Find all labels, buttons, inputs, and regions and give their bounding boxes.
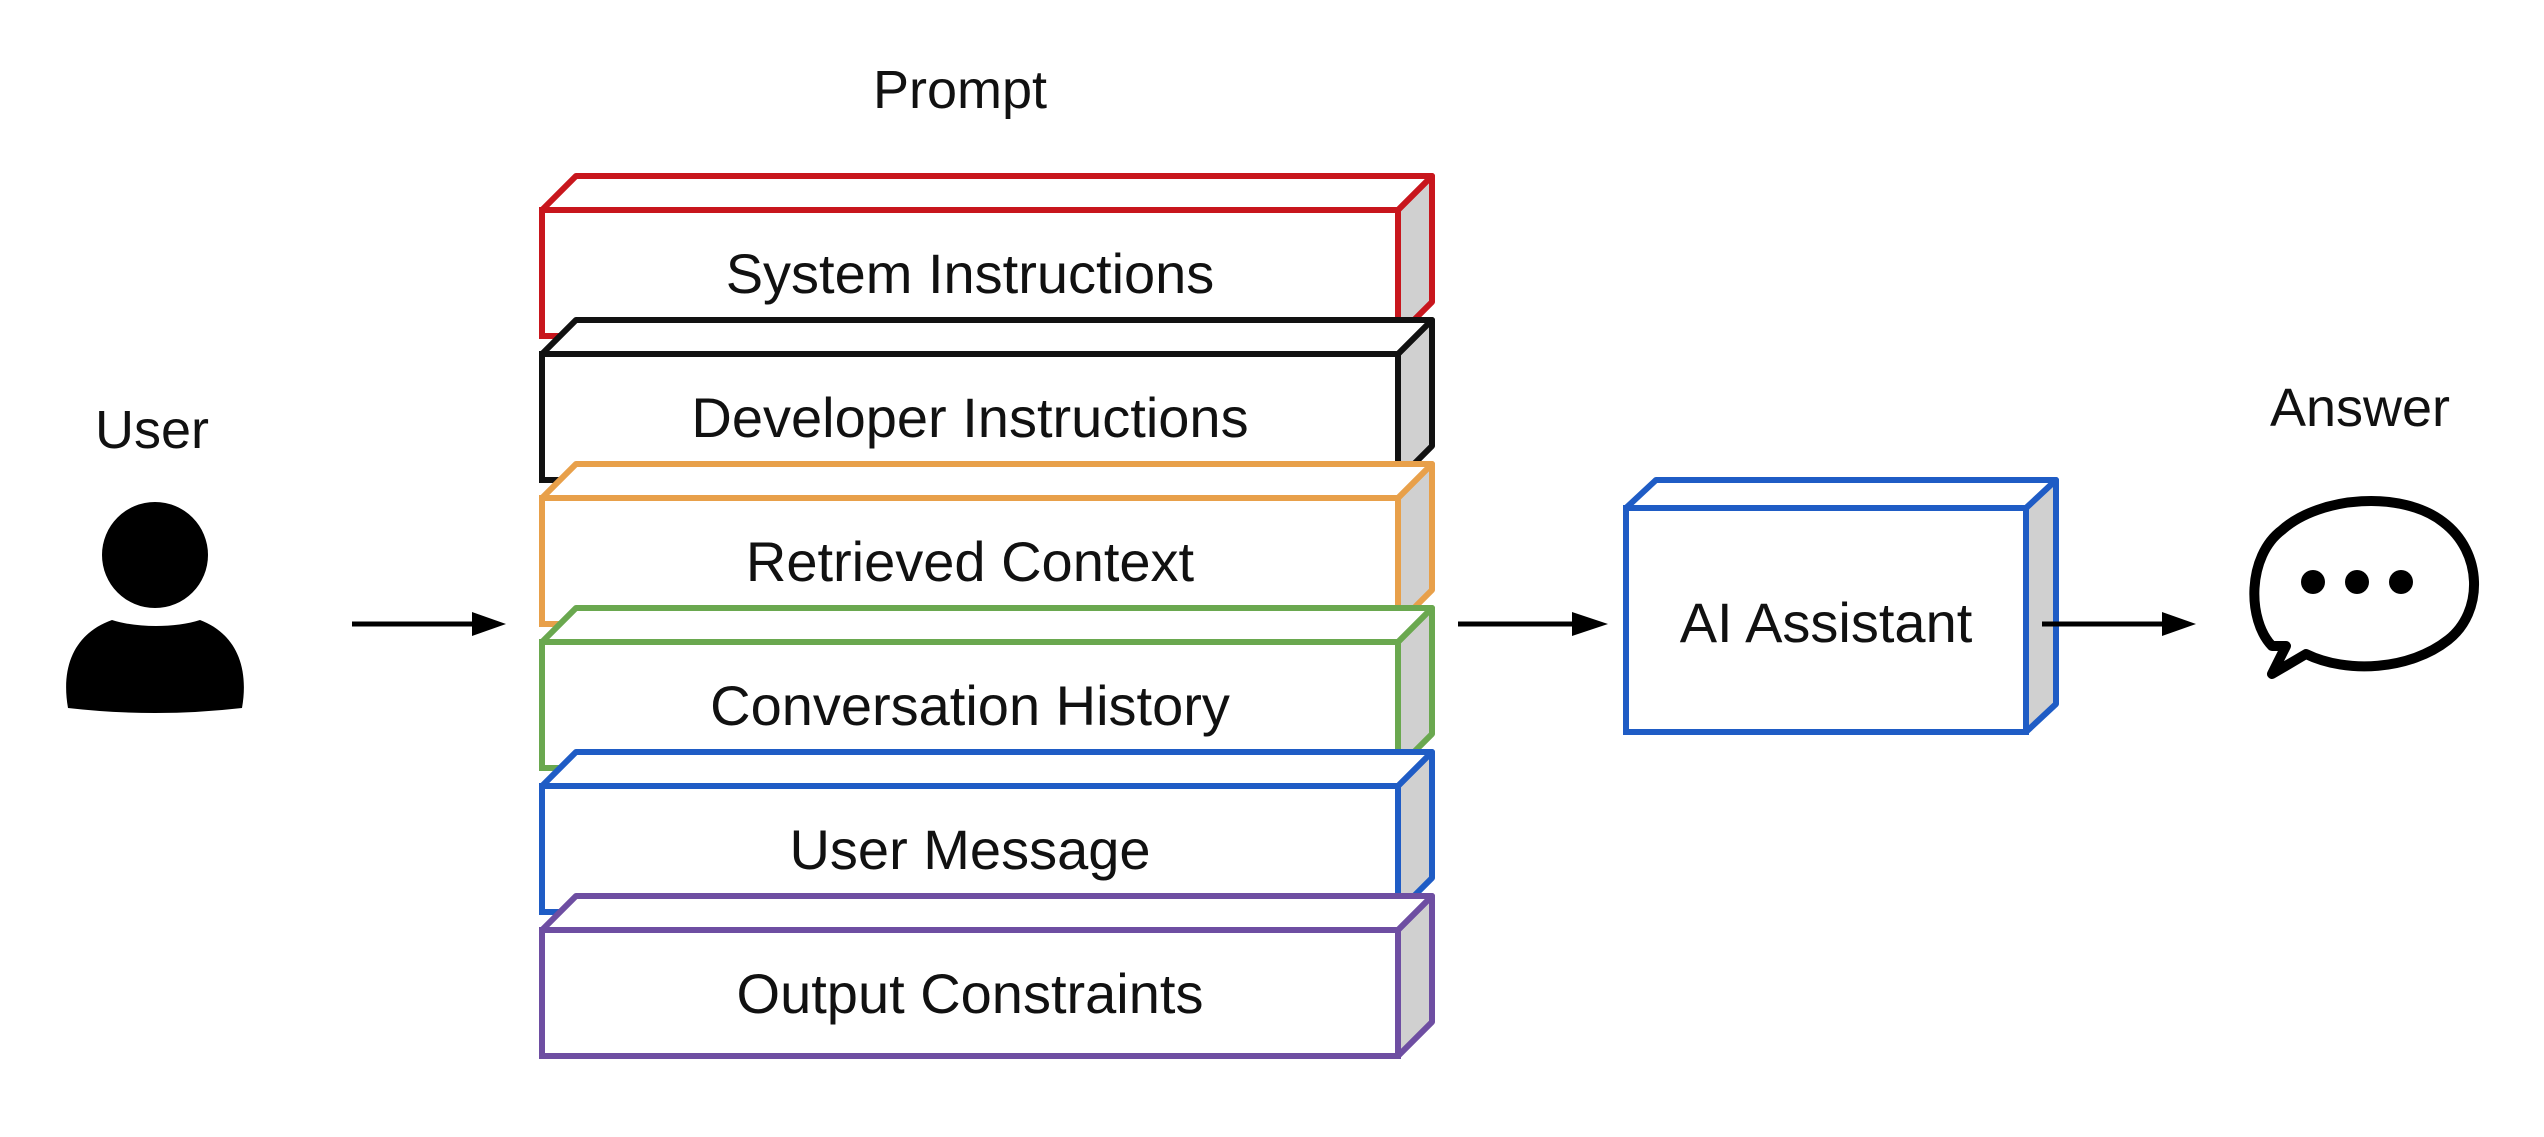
arrow-assistant-to-answer [2042,612,2196,636]
prompt-layer-front-face [539,351,1401,483]
answer-label: Answer [2270,378,2450,438]
prompt-layer-top-face [539,461,1435,501]
prompt-layer-label: Retrieved Context [746,530,1195,593]
prompt-layer-developer-instructions: Developer Instructions [539,317,1435,483]
ai-assistant-label: AI Assistant [1680,591,1973,654]
prompt-layer-system-instructions: System Instructions [539,173,1435,339]
prompt-layer-front-face [539,927,1401,1059]
prompt-layer-retrieved-context: Retrieved Context [539,461,1435,627]
user-icon [66,502,244,713]
ai-assistant-front-face [1623,505,2029,735]
prompt-layer-label: System Instructions [726,242,1215,305]
prompt-layer-top-face [539,893,1435,933]
ai-assistant-side-face [2023,477,2059,735]
user-label: User [95,400,209,460]
prompt-layer-label: Conversation History [710,674,1230,737]
prompt-layer-user-message: User Message [539,749,1435,915]
speech-bubble-ellipsis-icon [2249,496,2480,679]
prompt-layer-front-face [539,783,1401,915]
prompt-layer-top-face [539,749,1435,789]
prompt-layer-top-face [539,605,1435,645]
prompt-layer-label: User Message [789,818,1150,881]
prompt-layer-top-face [539,317,1435,357]
ai-assistant-top-face [1623,477,2059,511]
ai-assistant-box: AI Assistant [1623,477,2059,735]
prompt-layer-conversation-history: Conversation History [539,605,1435,771]
prompt-layer-label: Developer Instructions [691,386,1248,449]
prompt-layer-label: Output Constraints [737,962,1204,1025]
arrow-prompt-to-assistant [1458,612,1608,636]
prompt-layer-top-face [539,173,1435,213]
prompt-layer-output-constraints: Output Constraints [539,893,1435,1059]
prompt-label: Prompt [873,60,1047,120]
prompt-layer-front-face [539,207,1401,339]
arrow-user-to-prompt [352,612,506,636]
